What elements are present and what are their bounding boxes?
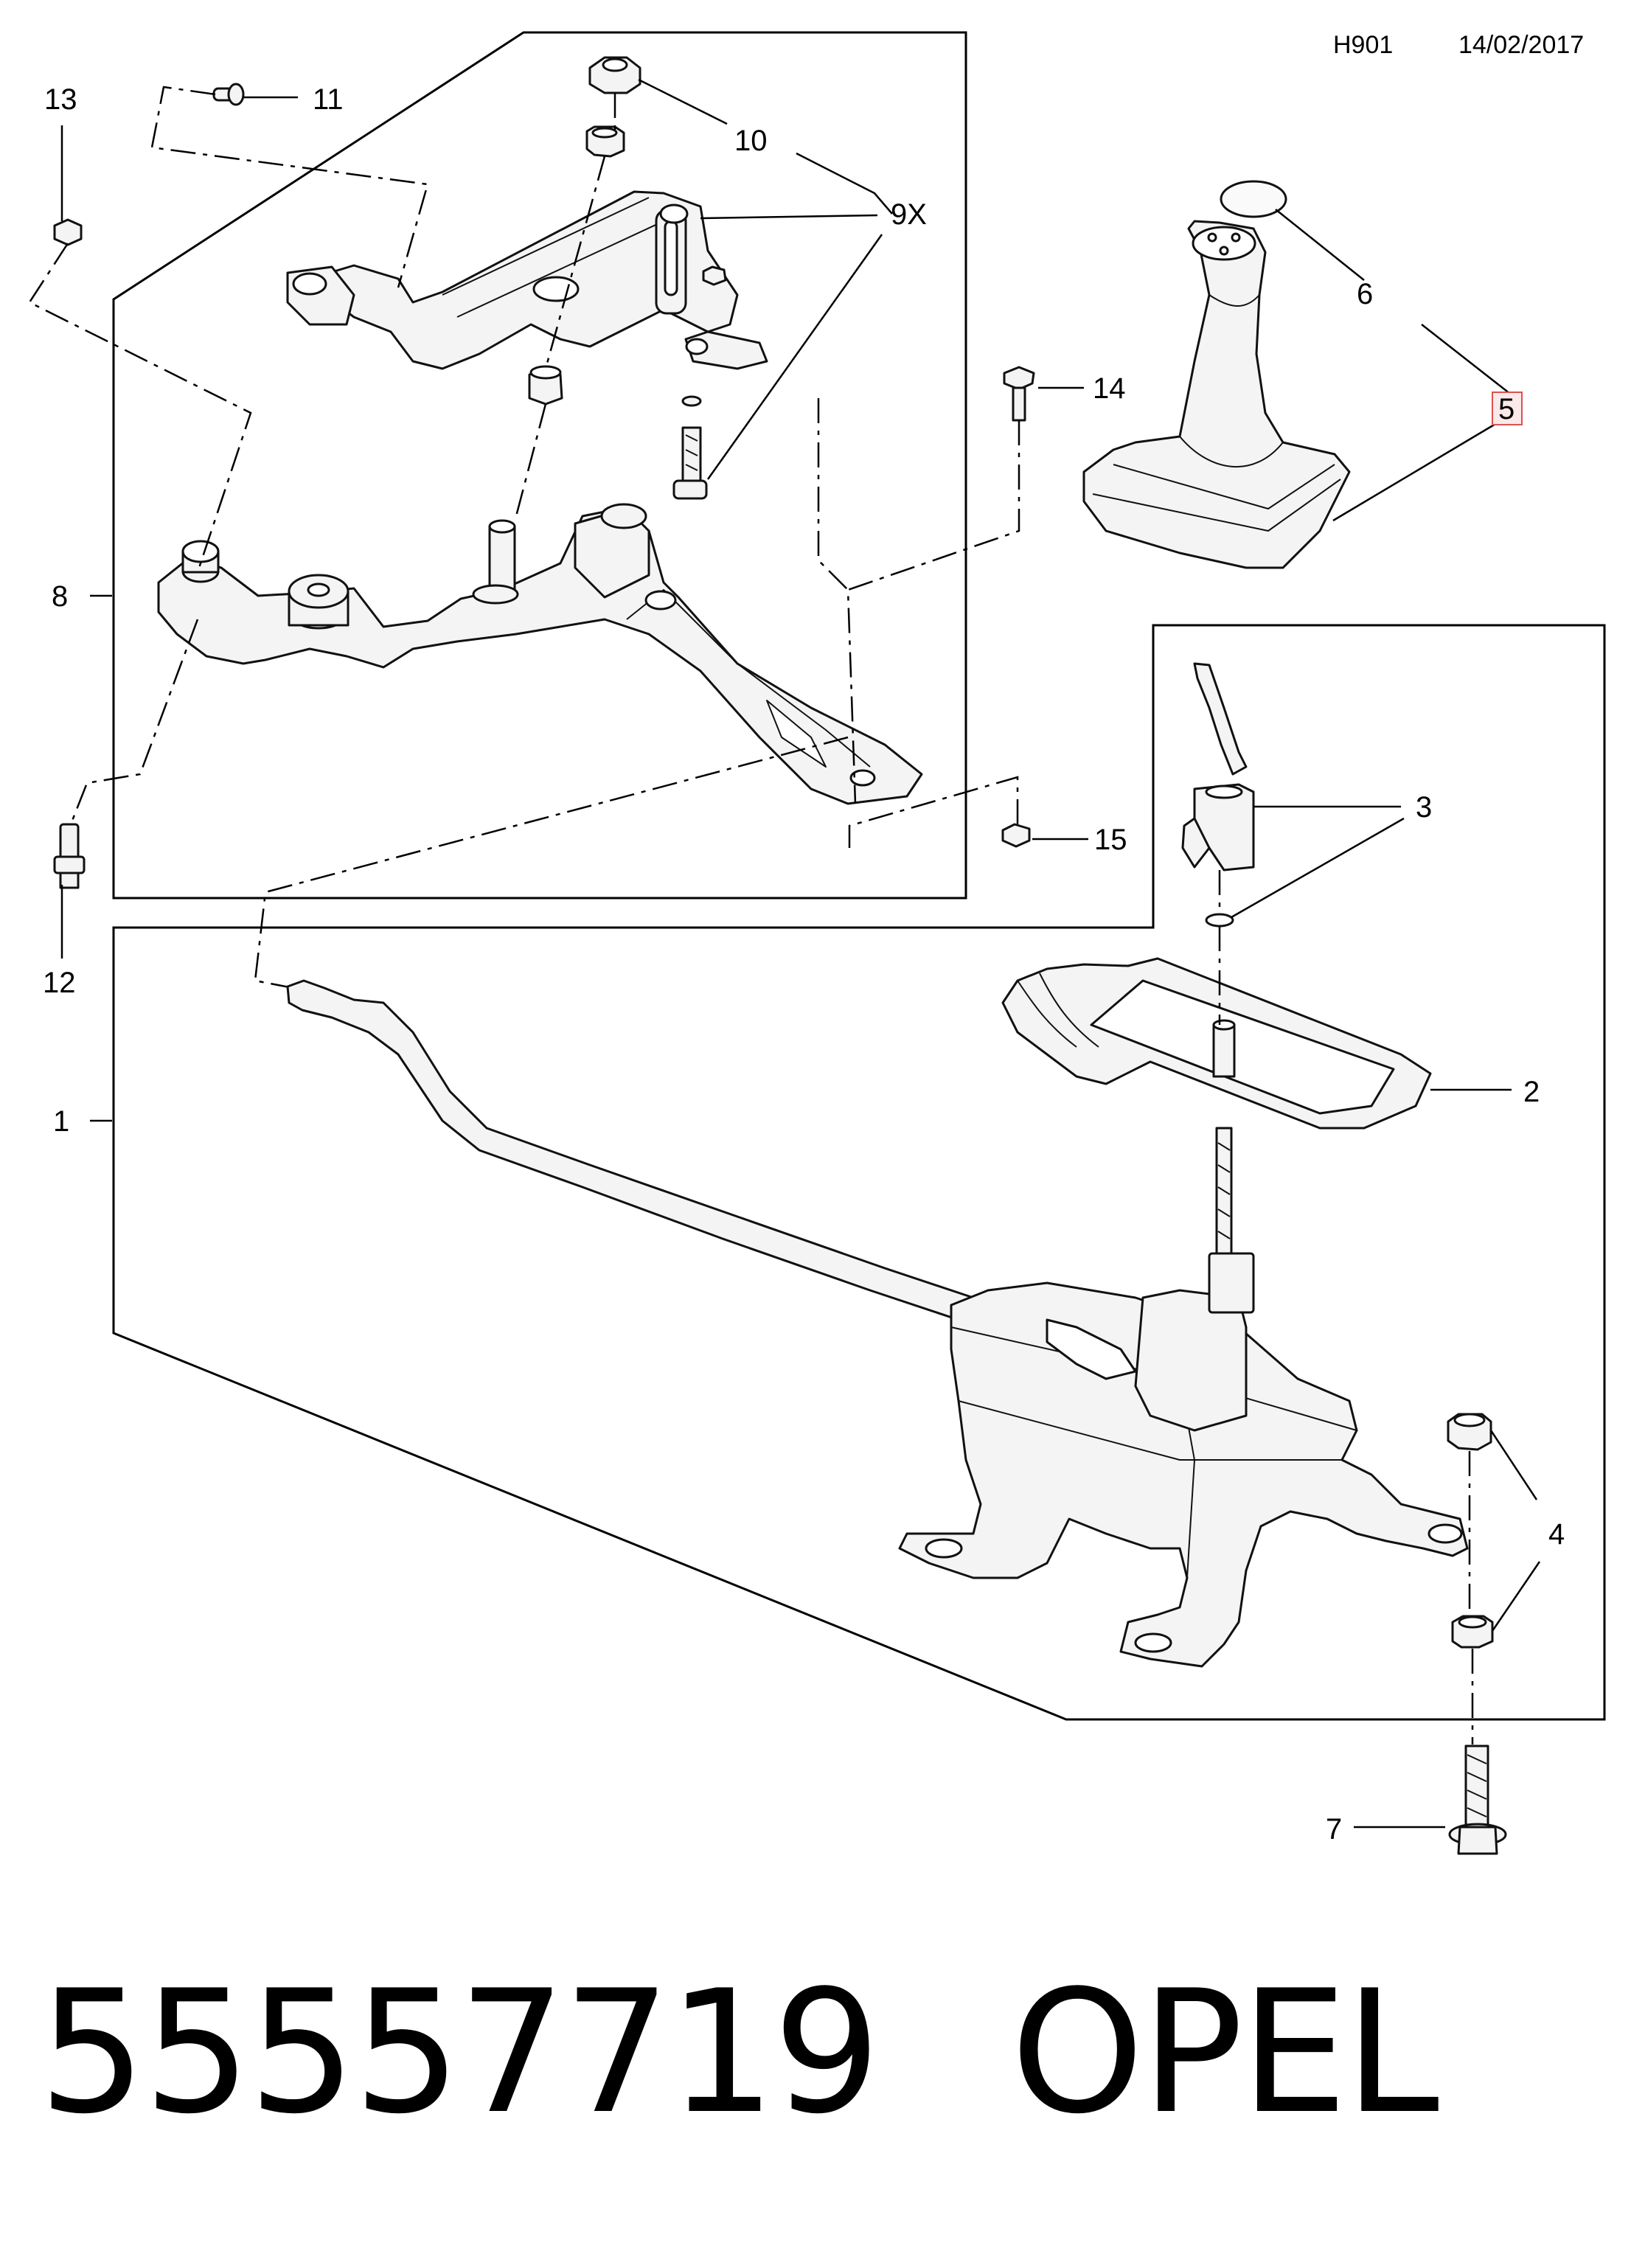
callout-13: 13 <box>44 83 77 116</box>
callout-3: 3 <box>1416 791 1432 824</box>
callout-leader-lines <box>60 78 1088 959</box>
linkage-bracket <box>157 507 923 805</box>
upper-assembly-frame <box>112 31 967 900</box>
callout-12: 12 <box>43 967 76 999</box>
callout-10: 10 <box>734 125 768 157</box>
callout-4: 4 <box>1548 1518 1565 1551</box>
shifter-leader-lines <box>1218 870 1474 1745</box>
callout-9x: 9X <box>891 198 927 231</box>
callout-8: 8 <box>52 580 68 613</box>
callout-labels: 13 11 10 9X 6 5 14 8 3 15 12 2 1 4 7 <box>43 83 1565 1846</box>
assembly-leader-lines <box>28 86 1020 989</box>
gear-knob-drawing <box>1082 180 1351 569</box>
callout-1: 1 <box>53 1105 69 1138</box>
lower-assembly-frame <box>112 624 1606 1721</box>
callout-leader-lines-lower <box>90 209 1541 1829</box>
diagram-date: 14/02/2017 <box>1458 31 1584 59</box>
callout-15: 15 <box>1094 824 1127 856</box>
callout-7: 7 <box>1326 1813 1342 1846</box>
highlight-box-item-5 <box>1492 392 1523 425</box>
callout-14: 14 <box>1093 372 1126 405</box>
brand-name: OPEL <box>1010 1955 1439 2152</box>
diagram-code: H901 <box>1333 31 1393 59</box>
shifter-assembly-drawing <box>286 662 1507 1855</box>
part-number: 55557719 <box>38 1955 881 2152</box>
callout-5: 5 <box>1498 393 1514 425</box>
callout-2: 2 <box>1523 1076 1540 1108</box>
shift-linkage-drawing <box>53 56 1035 889</box>
callout-11: 11 <box>313 83 344 116</box>
callout-6: 6 <box>1357 278 1373 310</box>
